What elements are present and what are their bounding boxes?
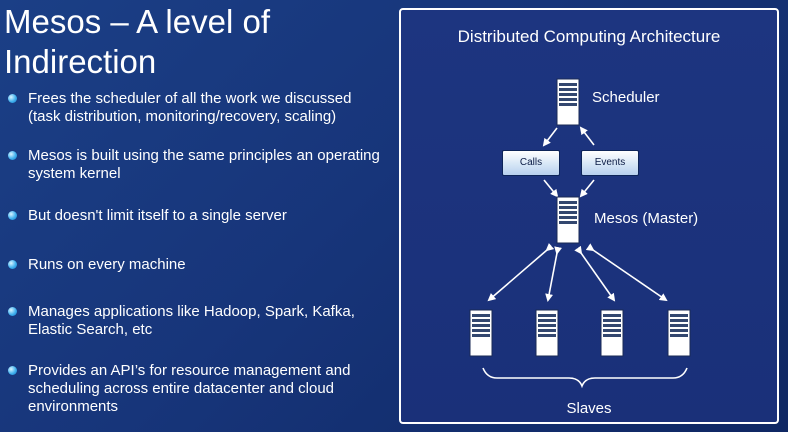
bullet-text: Manages applications like Hadoop, Spark,… <box>28 303 355 338</box>
bullet-text: Mesos is built using the same principles… <box>28 147 380 182</box>
slave-server-icon <box>600 309 624 357</box>
arrow-master-slave-2 <box>545 246 563 302</box>
arrow-master-slave-1 <box>487 243 555 302</box>
bullet-dot-icon <box>8 151 17 160</box>
bullet-text: But doesn't limit itself to a single ser… <box>28 207 287 224</box>
slave-server-icon <box>535 309 559 357</box>
slave-server-icon <box>667 309 691 357</box>
arrow-scheduler-to-calls <box>542 127 558 147</box>
master-label: Mesos (Master) <box>594 210 699 227</box>
diagram-connectors <box>482 126 688 389</box>
master-server-icon <box>556 196 580 244</box>
bullet-text: Frees the scheduler of all the work we d… <box>28 90 352 125</box>
bullet-dot-icon <box>8 366 17 375</box>
bullet-dot-icon <box>8 307 17 316</box>
architecture-diagram: Distributed Computing Architecture Sched… <box>399 8 779 424</box>
diagram-title: Distributed Computing Architecture <box>457 27 721 46</box>
bullet-dot-icon <box>8 260 17 269</box>
arrow-events-to-scheduler <box>579 126 595 146</box>
slaves-bracket <box>482 367 688 389</box>
arrow-master-slave-4 <box>585 243 668 302</box>
scheduler-server-icon <box>556 78 580 126</box>
events-box: Events <box>581 150 639 176</box>
arrow-master-to-events <box>579 179 595 198</box>
slave-server-icon <box>469 309 493 357</box>
bullet-text: Provides an API’s for resource managemen… <box>28 362 351 415</box>
slide-title: Mesos – A level of Indirection <box>4 3 270 80</box>
scheduler-label: Scheduler <box>592 89 660 106</box>
calls-box: Calls <box>502 150 560 176</box>
bullet-dot-icon <box>8 211 17 220</box>
bullet-text: Runs on every machine <box>28 256 186 273</box>
bullet-dot-icon <box>8 94 17 103</box>
slaves-label: Slaves <box>566 400 612 417</box>
arrow-calls-to-master <box>543 179 559 198</box>
